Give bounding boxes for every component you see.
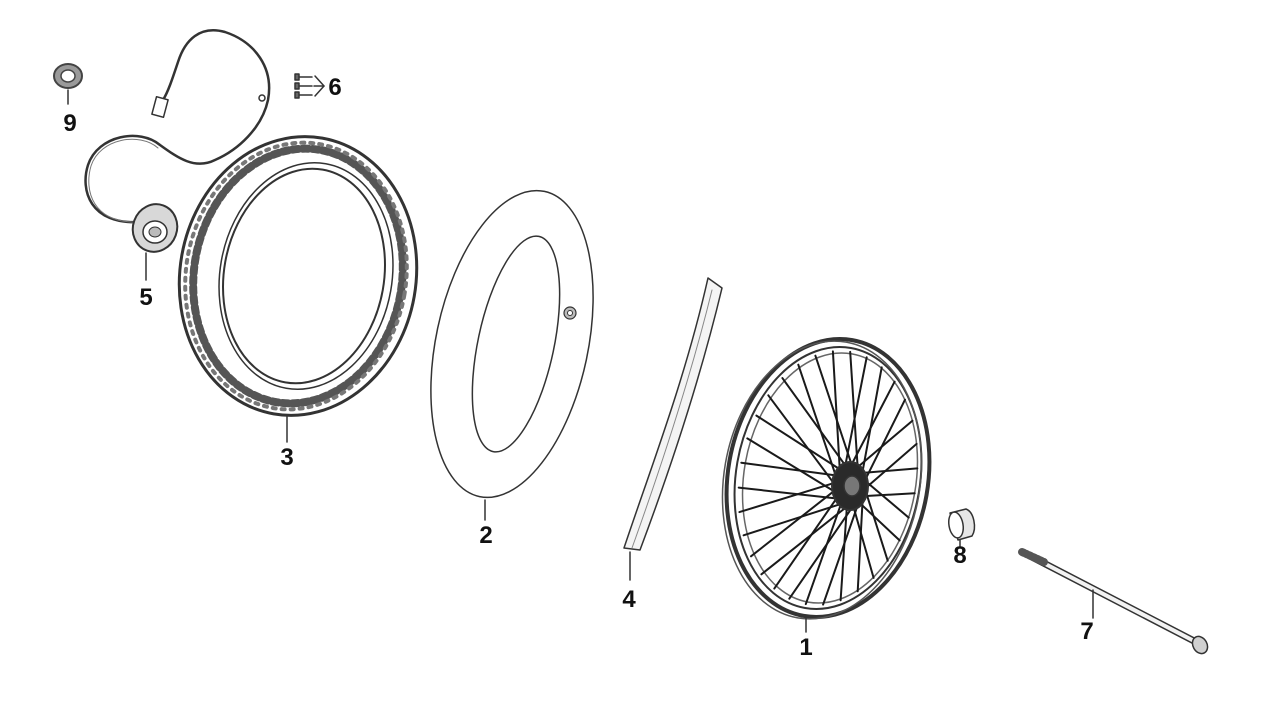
callout-axle: 7 bbox=[1080, 618, 1094, 645]
wheel-spoke bbox=[858, 467, 919, 475]
wheel-spoke bbox=[814, 354, 854, 470]
wheel-spoke bbox=[848, 380, 896, 469]
wheel-spoke bbox=[851, 502, 875, 579]
wheel-spoke bbox=[746, 437, 839, 495]
wheel-spoke bbox=[767, 394, 837, 488]
callout-seal: 9 bbox=[63, 110, 77, 137]
wheel-spoke bbox=[750, 488, 838, 558]
wheel-spoke bbox=[797, 363, 838, 481]
wheel-spoke bbox=[860, 492, 916, 498]
wheel-spoke bbox=[781, 377, 849, 470]
wheel-spoke bbox=[742, 501, 846, 537]
wheel-spoke bbox=[856, 491, 864, 593]
wheel-spoke bbox=[773, 494, 840, 590]
callout-rim-strip: 4 bbox=[622, 586, 636, 613]
axle-part bbox=[1018, 548, 1209, 655]
rim-strip-part bbox=[623, 277, 723, 581]
wheel-spoke bbox=[804, 499, 844, 606]
wheel-spoke bbox=[839, 502, 849, 602]
wheel-spoke bbox=[862, 398, 906, 484]
callout-speed-sensor: 5 bbox=[139, 284, 153, 311]
seal-part bbox=[53, 63, 83, 105]
tire-part bbox=[177, 135, 419, 443]
callout-screws: 6 bbox=[328, 74, 342, 101]
callout-inner-tube: 2 bbox=[479, 522, 493, 549]
wheel-spoke bbox=[737, 486, 842, 500]
spacer-part bbox=[947, 508, 976, 549]
callout-wheel: 1 bbox=[799, 634, 813, 661]
callout-tire: 3 bbox=[280, 444, 294, 471]
wheel-spoke bbox=[738, 481, 838, 514]
wheel-spoke bbox=[788, 501, 857, 600]
wheel-spoke bbox=[822, 497, 861, 606]
spoked-wheel-part bbox=[721, 337, 932, 633]
wheel-spoke bbox=[755, 414, 844, 472]
wheel-spoke bbox=[861, 477, 910, 519]
screws-part bbox=[294, 73, 325, 99]
callout-spacer: 8 bbox=[953, 542, 967, 569]
wheel-spoke bbox=[854, 419, 914, 471]
wheel-spoke bbox=[863, 484, 889, 562]
wheel-spoke bbox=[856, 500, 901, 542]
wheel-spoke bbox=[849, 350, 859, 473]
wheel-spoke bbox=[862, 442, 918, 491]
wheel-spoke bbox=[843, 356, 868, 471]
wheel-spoke bbox=[831, 350, 841, 475]
speed-sensor-part bbox=[84, 29, 271, 281]
wheel-spoke bbox=[740, 461, 840, 477]
inner-tube-part bbox=[430, 189, 594, 521]
wheel-spoke bbox=[760, 503, 852, 576]
wheel-spoke bbox=[860, 366, 883, 478]
